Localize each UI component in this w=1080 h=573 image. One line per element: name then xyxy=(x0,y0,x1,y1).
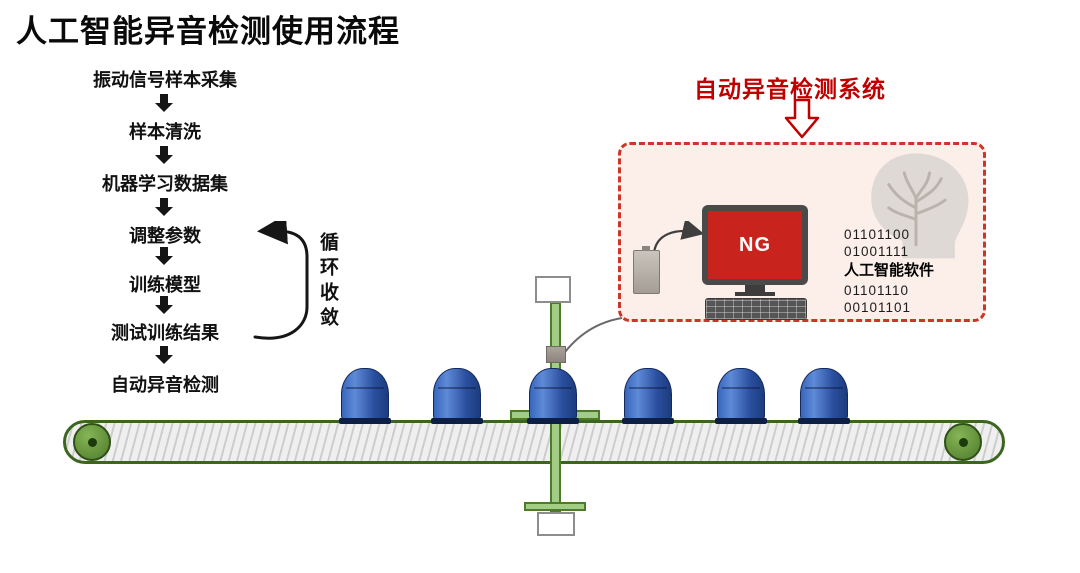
loop-arrow-icon xyxy=(253,221,309,340)
flow-step-3: 机器学习数据集 xyxy=(102,174,228,194)
monitor-stand xyxy=(745,285,765,293)
flow-arrow-icon xyxy=(155,198,173,216)
compressor-2 xyxy=(431,368,483,424)
compressor-1 xyxy=(339,368,391,424)
sensor-head-box xyxy=(535,276,571,303)
flow-step-7: 自动异音检测 xyxy=(111,375,219,395)
conveyor-belt xyxy=(63,420,1005,464)
stand-foot-bar xyxy=(524,502,586,511)
code-line-1: 01101100 xyxy=(844,227,911,242)
compressor-6 xyxy=(798,368,850,424)
compressor-3 xyxy=(527,368,579,424)
flow-arrow-icon xyxy=(155,247,173,265)
flow-arrow-icon xyxy=(155,146,173,164)
flow-step-4: 调整参数 xyxy=(129,226,201,246)
code-line-3: 01101110 xyxy=(844,283,910,298)
flow-step-1: 振动信号样本采集 xyxy=(93,70,237,90)
loop-label: 循环收敛 xyxy=(317,232,338,332)
page-title: 人工智能异音检测使用流程 xyxy=(16,14,400,49)
compressor-5 xyxy=(715,368,767,424)
sensor-to-computer-arrow-icon xyxy=(652,221,705,254)
flow-arrow-icon xyxy=(155,346,173,364)
belt-wheel-right xyxy=(944,423,982,461)
belt-wheel-left xyxy=(73,423,111,461)
monitor-stand-base xyxy=(735,292,775,296)
monitor-screen: NG xyxy=(708,211,802,279)
vibration-sensor-module xyxy=(633,246,660,294)
compressor-4 xyxy=(622,368,674,424)
sensor-cable xyxy=(561,317,623,357)
computer-monitor: NG xyxy=(702,205,808,285)
flow-step-6: 测试训练结果 xyxy=(111,323,219,343)
flow-arrow-icon xyxy=(155,296,173,314)
flow-step-2: 样本清洗 xyxy=(129,122,201,142)
brain-image xyxy=(871,153,969,259)
hollow-down-arrow-icon xyxy=(784,99,820,139)
software-label: 人工智能软件 xyxy=(844,262,935,279)
stand-sensor-device xyxy=(546,346,566,363)
flow-arrow-icon xyxy=(155,94,173,112)
flow-step-5: 训练模型 xyxy=(129,275,201,295)
stand-base-box xyxy=(537,512,575,536)
system-title: 自动异音检测系统 xyxy=(694,76,886,102)
code-line-2: 01001111 xyxy=(844,244,910,259)
keyboard xyxy=(705,298,807,320)
code-line-4: 00101101 xyxy=(844,300,912,315)
